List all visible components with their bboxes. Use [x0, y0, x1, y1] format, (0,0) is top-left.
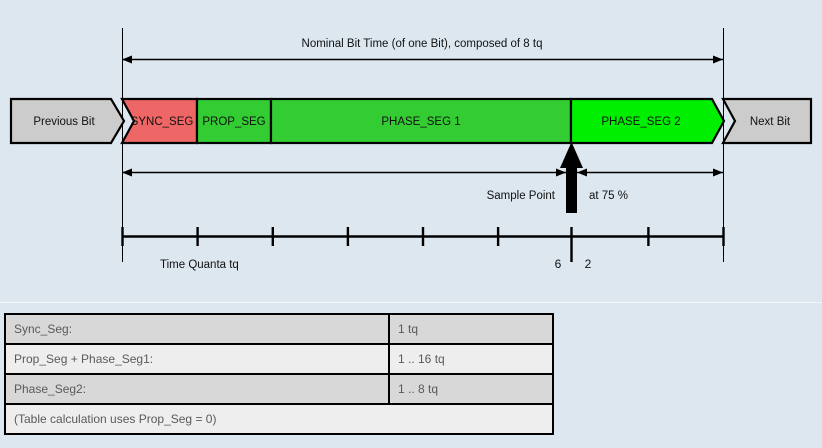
spec-label-prop-phase1: Prop_Seg + Phase_Seg1: — [4, 343, 390, 375]
sample-point-dimension — [122, 168, 723, 177]
sync-seg-label: SYNC_SEG — [131, 116, 194, 128]
spec-value-sync-seg: 1 tq — [388, 313, 554, 345]
tq-count-right-label: 2 — [585, 257, 592, 271]
table-row: Prop_Seg + Phase_Seg1: 1 .. 16 tq — [4, 343, 554, 375]
tq-count-left-label: 6 — [555, 257, 562, 271]
spec-value-prop-phase1: 1 .. 16 tq — [388, 343, 554, 375]
prop-seg-label: PROP_SEG — [202, 116, 265, 128]
spec-value-phase-seg2: 1 .. 8 tq — [388, 373, 554, 405]
time-quanta-caption: Time Quanta tq — [160, 259, 239, 271]
nominal-bit-time-dimension — [122, 55, 723, 64]
table-row: Sync_Seg: 1 tq — [4, 313, 554, 345]
spec-label-phase-seg2: Phase_Seg2: — [4, 373, 390, 405]
phase-seg2-block — [569, 97, 726, 145]
time-quanta-axis — [121, 227, 725, 262]
phase-seg2-label: PHASE_SEG 2 — [601, 116, 680, 128]
phase-seg1-label: PHASE_SEG 1 — [381, 116, 460, 128]
phase-seg1-block — [269, 97, 573, 145]
previous-bit-label: Previous Bit — [33, 116, 95, 128]
next-bit-block — [721, 97, 813, 145]
bit-timing-diagram: Nominal Bit Time (of one Bit), composed … — [9, 28, 813, 271]
sample-point-label: Sample Point — [487, 190, 556, 202]
table-row: Phase_Seg2: 1 .. 8 tq — [4, 373, 554, 405]
segment-spec-table: Sync_Seg: 1 tq Prop_Seg + Phase_Seg1: 1 … — [4, 313, 554, 435]
sample-point-arrow — [560, 142, 583, 213]
spec-note: (Table calculation uses Prop_Seg = 0) — [4, 403, 554, 435]
section-divider — [0, 302, 822, 303]
previous-bit-block — [9, 97, 126, 145]
sync-seg-block — [120, 97, 199, 145]
spec-label-sync-seg: Sync_Seg: — [4, 313, 390, 345]
nominal-bit-time-label: Nominal Bit Time (of one Bit), composed … — [302, 38, 543, 50]
next-bit-label: Next Bit — [750, 116, 791, 128]
sample-point-percent-label: at 75 % — [589, 190, 628, 202]
prop-seg-block — [195, 97, 273, 145]
table-row-note: (Table calculation uses Prop_Seg = 0) — [4, 403, 554, 435]
